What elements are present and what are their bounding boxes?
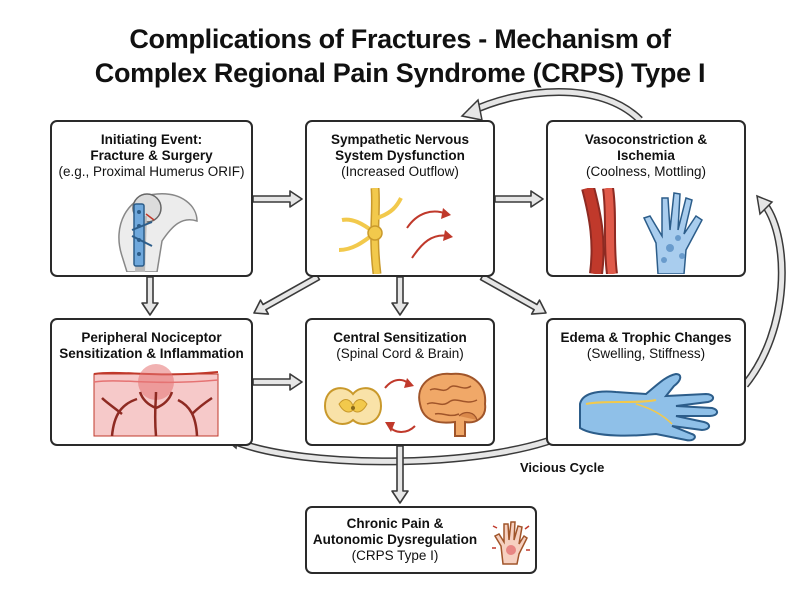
- box-peripheral-sensitization: Peripheral Nociceptor Sensitization & In…: [50, 318, 253, 446]
- vicious-cycle-label: Vicious Cycle: [520, 460, 605, 475]
- arrow-peripheral-to-central: [252, 373, 303, 391]
- sympathetic-title-1: Sympathetic Nervous: [330, 132, 470, 147]
- page-title: Complications of Fractures - Mechanism o…: [0, 22, 800, 90]
- cycle-arrow-top: [460, 88, 643, 123]
- peripheral-title-1: Peripheral Nociceptor: [81, 330, 222, 345]
- sympathetic-subtitle: (Increased Outflow): [341, 164, 459, 179]
- arrow-initiating-to-sympathetic: [252, 190, 303, 208]
- box-edema-trophic: Edema & Trophic Changes (Swelling, Stiff…: [546, 318, 746, 446]
- title-line-1: Complications of Fractures - Mechanism o…: [129, 24, 671, 54]
- edema-subtitle: (Swelling, Stiffness): [586, 346, 706, 361]
- vessel-and-hand-illustration: [581, 188, 703, 274]
- central-title-1: Central Sensitization: [333, 330, 467, 345]
- chronic-title-1: Chronic Pain &: [346, 516, 444, 531]
- spinal-cord-and-brain-illustration: [323, 372, 487, 437]
- nerve-illustration: [338, 188, 453, 274]
- vaso-subtitle: (Coolness, Mottling): [585, 164, 707, 179]
- initiating-title-1: Initiating Event:: [100, 132, 203, 147]
- arrow-sympathetic-to-central: [391, 276, 409, 316]
- central-subtitle: (Spinal Cord & Brain): [336, 346, 464, 361]
- inflamed-tissue-illustration: [93, 364, 219, 437]
- box-sympathetic-dysfunction: Sympathetic Nervous System Dysfunction (…: [305, 120, 495, 277]
- chronic-subtitle: (CRPS Type I): [351, 548, 439, 563]
- swollen-hand-illustration: [579, 372, 718, 442]
- box-initiating-event: Initiating Event: Fracture & Surgery (e.…: [50, 120, 253, 277]
- peripheral-title-2: Sensitization & Inflammation: [59, 346, 244, 361]
- box-vasoconstriction: Vasoconstriction & Ischemia (Coolness, M…: [546, 120, 746, 277]
- box-central-sensitization: Central Sensitization (Spinal Cord & Bra…: [305, 318, 495, 446]
- arrow-sympathetic-to-peripheral: [253, 273, 321, 315]
- sympathetic-title-2: System Dysfunction: [335, 148, 465, 163]
- title-line-2: Complex Regional Pain Syndrome (CRPS) Ty…: [94, 58, 706, 88]
- initiating-title-2: Fracture & Surgery: [90, 148, 213, 163]
- shoulder-fracture-illustration: [118, 193, 198, 272]
- edema-title-1: Edema & Trophic Changes: [560, 330, 732, 345]
- arrow-initiating-to-peripheral: [141, 276, 159, 316]
- initiating-subtitle: (e.g., Proximal Humerus ORIF): [58, 164, 245, 179]
- vaso-title-1: Vasoconstriction &: [584, 132, 708, 147]
- arrow-central-to-chronic: [391, 445, 409, 504]
- box-chronic-pain: Chronic Pain & Autonomic Dysregulation (…: [305, 506, 537, 574]
- arrow-sympathetic-to-vaso: [494, 190, 544, 208]
- cycle-arrow-right: [741, 194, 786, 388]
- vaso-title-2: Ischemia: [617, 148, 675, 163]
- chronic-title-2: Autonomic Dysregulation: [312, 532, 478, 547]
- painful-hand-icon: [492, 521, 530, 565]
- arrow-sympathetic-to-edema: [479, 273, 547, 315]
